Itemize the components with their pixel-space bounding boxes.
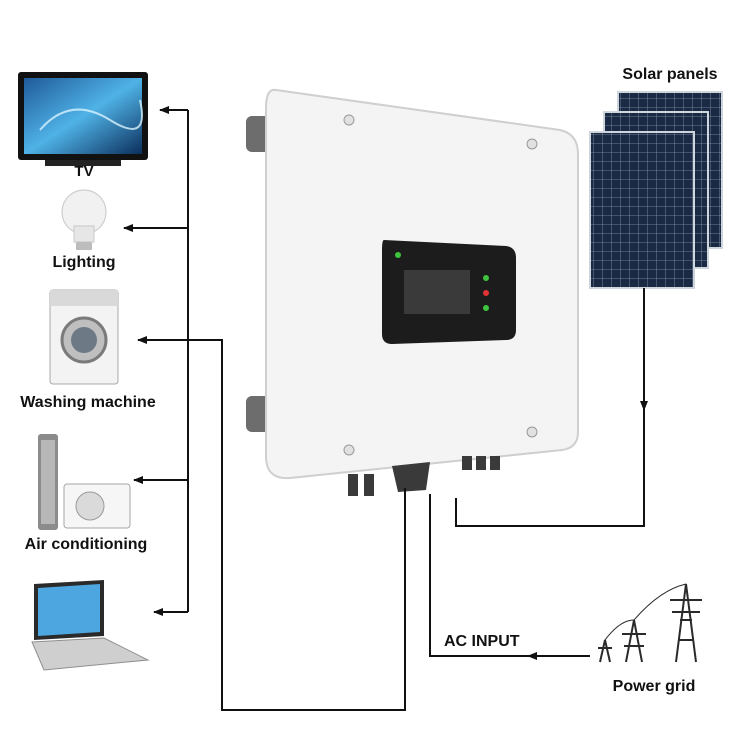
power-grid-label: Power grid bbox=[612, 678, 696, 695]
wiring bbox=[123, 106, 648, 711]
power-grid-icon bbox=[598, 583, 702, 663]
tv-icon bbox=[18, 72, 148, 166]
laptop-icon bbox=[31, 580, 150, 671]
solar-panels-icon bbox=[589, 91, 723, 289]
solar-panels-label: Solar panels bbox=[622, 66, 718, 83]
ac-input-label: AC INPUT bbox=[444, 633, 520, 650]
light-bulb-icon bbox=[61, 189, 107, 250]
air-conditioner-icon bbox=[38, 434, 131, 530]
lighting-label: Lighting bbox=[52, 254, 116, 271]
washing-machine-label: Washing machine bbox=[20, 394, 156, 411]
tv-label: TV bbox=[74, 163, 94, 180]
washing-machine-icon bbox=[49, 289, 119, 385]
inverter-icon bbox=[246, 88, 579, 496]
air-conditioning-label: Air conditioning bbox=[24, 536, 148, 553]
